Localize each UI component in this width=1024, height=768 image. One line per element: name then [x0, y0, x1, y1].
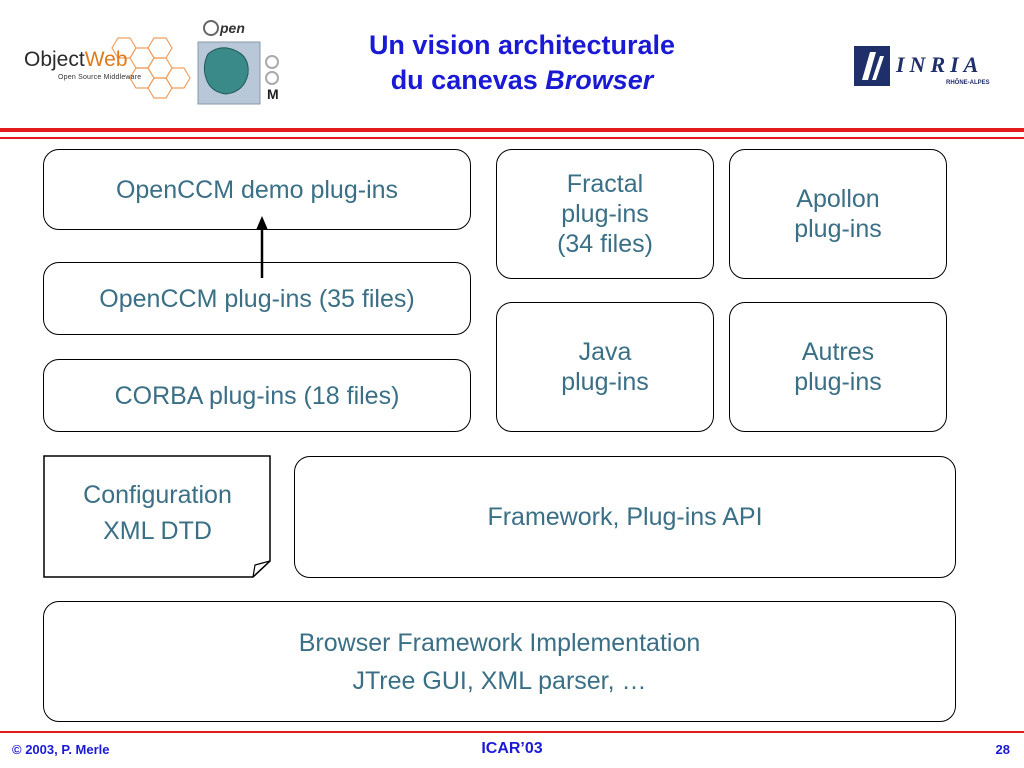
autres-plugins-box: Autres plug-ins	[729, 302, 947, 432]
apollon-plugins-box: Apollon plug-ins	[729, 149, 947, 279]
footer-event: ICAR’03	[481, 740, 543, 757]
box-label: Apollon	[796, 185, 880, 213]
box-label: Fractal	[566, 170, 644, 198]
box-label: OpenCCM demo plug-ins	[115, 175, 399, 204]
footer-rule	[0, 731, 1024, 733]
inria-logo: INRIA RHÔNE-ALPES	[852, 44, 1002, 94]
configuration-label: Configuration XML DTD	[43, 477, 272, 549]
openccm-pen-label: pen	[220, 20, 245, 36]
corba-plugins-box: CORBA plug-ins (18 files)	[43, 359, 471, 432]
box-label: (34 files)	[557, 230, 653, 258]
inria-subtitle: RHÔNE-ALPES	[946, 80, 990, 86]
inria-wordmark: INRIA	[896, 52, 984, 77]
box-label: CORBA plug-ins (18 files)	[114, 381, 400, 410]
box-label: XML DTD	[103, 517, 212, 545]
dependency-arrow	[256, 216, 268, 278]
title-line-2: du canevas Browser	[390, 65, 654, 95]
opencmm-plugins-box: OpenCCM plug-ins (35 files)	[43, 262, 471, 335]
objectweb-tagline: Open Source Middleware	[58, 74, 142, 81]
document-shape	[43, 455, 271, 578]
implementation-box: Browser Framework Implementation JTree G…	[43, 601, 956, 722]
box-label: plug-ins	[561, 200, 649, 228]
header-rule-thick	[0, 128, 1024, 132]
fractal-plugins-box: Fractal plug-ins (34 files)	[496, 149, 714, 279]
box-label: Framework, Plug-ins API	[487, 503, 763, 531]
box-label: OpenCCM plug-ins (35 files)	[99, 284, 415, 313]
java-plugins-box: Java plug-ins	[496, 302, 714, 432]
framework-api-box: Framework, Plug-ins API	[294, 456, 956, 578]
box-label: Autres	[801, 338, 875, 366]
header-rule-thin	[0, 137, 1024, 139]
box-label: Configuration	[83, 481, 232, 509]
objectweb-wordmark: ObjectWeb	[24, 48, 128, 71]
footer-page-number: 28	[995, 742, 1010, 757]
box-label: plug-ins	[561, 368, 649, 396]
hexagon-network-icon	[111, 37, 191, 99]
configuration-document: Configuration XML DTD	[43, 455, 272, 579]
box-label: JTree GUI, XML parser, …	[352, 666, 647, 695]
title-line-1: Un vision architecturale	[368, 30, 676, 60]
objectweb-logo: ObjectWeb Open Source Middleware	[18, 30, 193, 100]
openccm-emblem-icon	[197, 20, 279, 105]
box-label: Browser Framework Implementation	[298, 628, 701, 657]
footer-copyright: © 2003, P. Merle	[12, 742, 110, 757]
box-label: plug-ins	[794, 368, 882, 396]
box-label: plug-ins	[794, 215, 882, 243]
openccm-logo: pen M	[190, 18, 290, 108]
inria-emblem-icon	[854, 46, 890, 86]
openccm-m-label: M	[267, 86, 279, 102]
slide-title: Un vision architecturale du canevas Brow…	[300, 28, 744, 98]
box-label: Java	[578, 338, 632, 366]
opencmm-demo-plugins-box: OpenCCM demo plug-ins	[43, 149, 471, 230]
